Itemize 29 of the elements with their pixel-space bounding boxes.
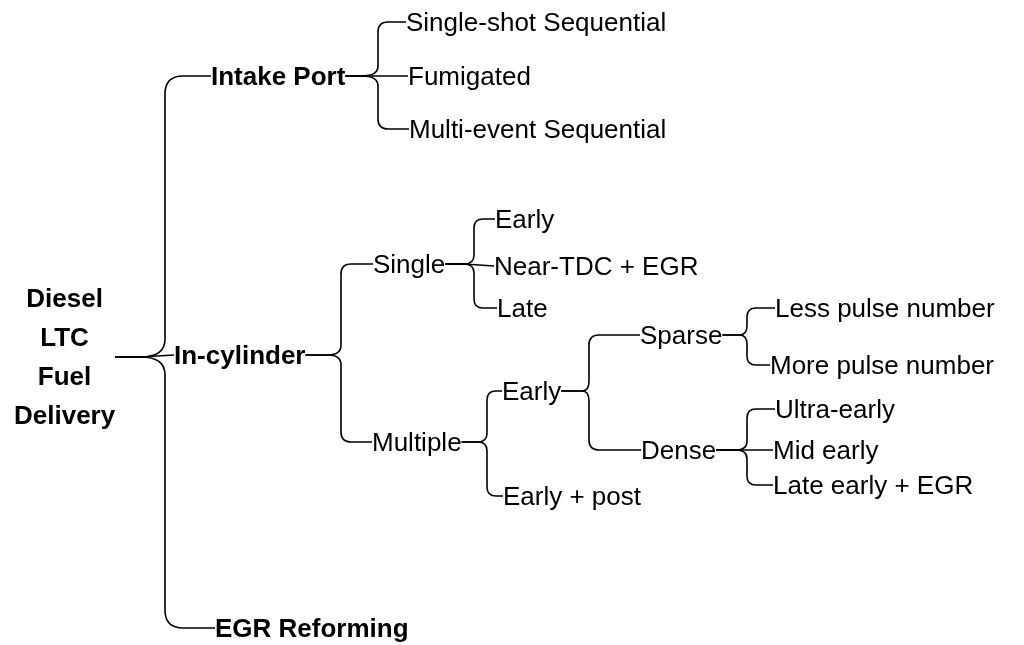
branch-label: EGR Reforming xyxy=(215,613,409,643)
branch-label: More pulse number xyxy=(770,350,994,380)
brace-connector xyxy=(460,441,504,497)
branch-label: Late xyxy=(497,293,548,323)
branch-label: In-cylinder xyxy=(174,340,306,370)
brace-connector xyxy=(715,449,774,486)
branch-label: Single-shot Sequential xyxy=(406,7,667,37)
branch-label: Sparse xyxy=(640,320,723,350)
brace-connector xyxy=(721,334,771,366)
brace-connector xyxy=(304,354,373,443)
root-label: Diesel LTC Fuel Delivery xyxy=(14,279,116,435)
branch-label: Early xyxy=(495,204,555,234)
brace-connector xyxy=(344,75,410,130)
branch-label: Dense xyxy=(641,435,717,465)
brace-connector xyxy=(114,356,216,629)
branch-label: Intake Port xyxy=(211,61,346,91)
branch-label: Less pulse number xyxy=(775,293,995,323)
branch-label: Ultra-early xyxy=(775,394,895,424)
branch-label: Late early + EGR xyxy=(773,470,974,500)
branch-label: Early xyxy=(502,376,562,406)
branch-label: Near-TDC + EGR xyxy=(494,251,699,281)
brace-connector xyxy=(444,263,498,309)
branch-label: Early + post xyxy=(503,481,641,511)
branch-label: Multi-event Sequential xyxy=(409,114,667,144)
branch-label: Fumigated xyxy=(408,61,531,91)
branch-label: Multiple xyxy=(372,427,462,457)
branch-label: Mid early xyxy=(773,435,879,465)
brace-connector xyxy=(560,390,642,451)
branch-label: Single xyxy=(373,249,446,279)
